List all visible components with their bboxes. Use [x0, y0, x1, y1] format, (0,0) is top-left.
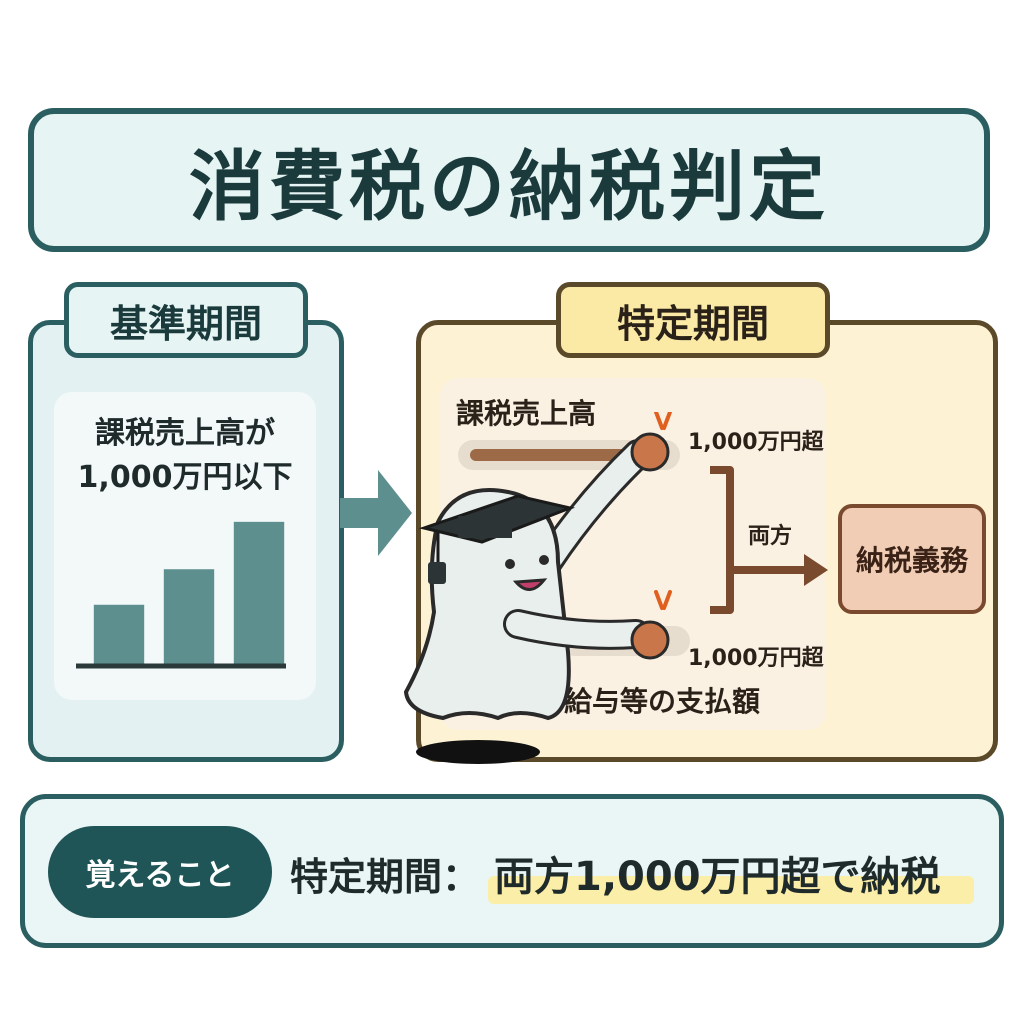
title-banner: 消費税の納税判定	[28, 108, 990, 252]
sales-threshold-label: 1,000万円超	[688, 430, 824, 455]
page-title: 消費税の納税判定	[189, 142, 829, 231]
ghost-mascot-illustration	[403, 412, 672, 764]
bar-2	[233, 521, 285, 664]
wages-threshold-label: 1,000万円超	[688, 646, 824, 671]
condition-line-2: 1,000万円以下	[77, 460, 293, 495]
bar-1	[163, 569, 215, 664]
bracket-arrow-icon	[710, 466, 828, 614]
wages-paid-label: 給与等の支払額	[564, 685, 761, 718]
summary-highlight-marker	[488, 876, 974, 904]
sales-meter-fill	[470, 449, 640, 461]
taxable-sales-label: 課税売上高	[456, 397, 597, 430]
bar-0	[93, 604, 145, 664]
tax-obligation-box: 納税義務	[838, 504, 986, 614]
both-label: 両方	[748, 524, 793, 549]
remember-badge: 覚えること	[48, 826, 272, 918]
specific-period-tab: 特定期間	[556, 282, 830, 358]
summary-text: 両方1,000万円超で納税	[494, 854, 941, 900]
base-period-bar-chart	[76, 521, 286, 669]
arrow-right-icon	[340, 470, 412, 556]
base-period-condition: 課税売上高が 1,000万円以下	[54, 412, 316, 500]
base-period-tab: 基準期間	[64, 282, 308, 358]
summary-heading: 特定期間：	[290, 855, 481, 899]
condition-line-1: 課税売上高が	[95, 416, 275, 451]
